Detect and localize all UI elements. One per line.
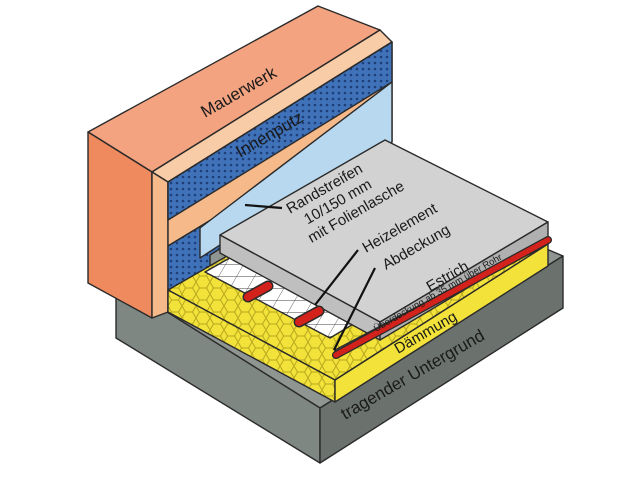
leader-lines (244, 203, 376, 351)
plaster-front (151, 171, 169, 319)
leader-edge-strip (244, 203, 283, 210)
leader-heating-element (314, 249, 359, 306)
foil-flap (199, 81, 393, 259)
heating-pipe-stub-2 (293, 305, 325, 328)
heating-pipe-long (332, 236, 552, 359)
leader-cover (333, 267, 376, 351)
heating-pipe-stub-1 (242, 280, 274, 303)
insulation-side (334, 243, 549, 403)
